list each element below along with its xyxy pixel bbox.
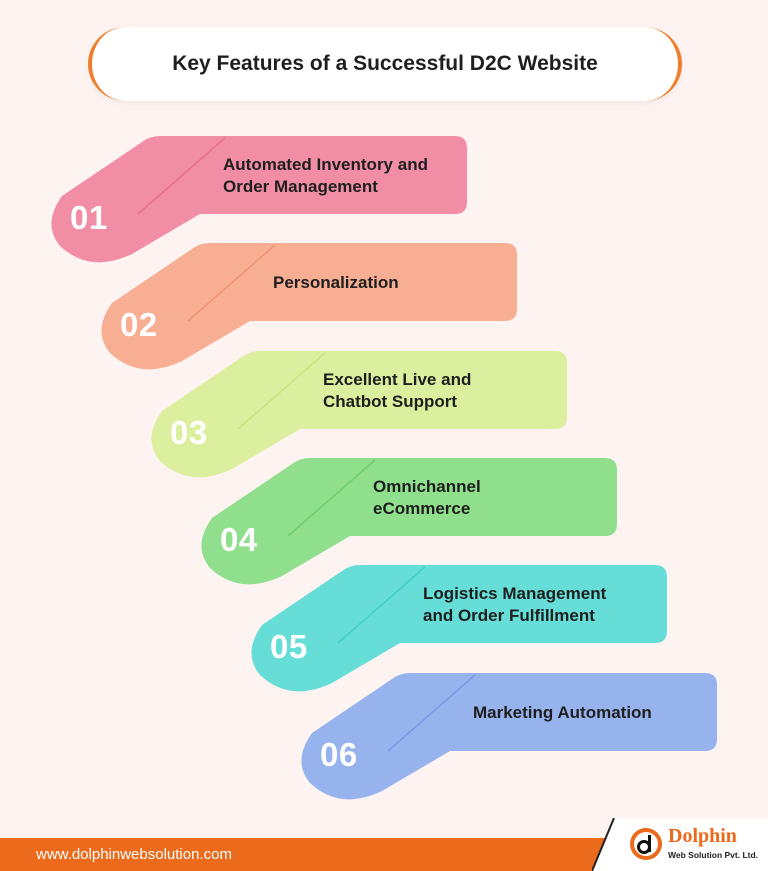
logo-tagline: Web Solution Pvt. Ltd. (668, 850, 759, 860)
feature-ribbon-shape (301, 672, 717, 799)
dolphin-logo-icon (630, 828, 662, 860)
feature-label-line: Chatbot Support (323, 391, 458, 411)
feature-ribbon-shape (251, 565, 667, 692)
feature-number: 06 (320, 735, 358, 773)
feature-ribbon-divider (187, 244, 276, 322)
feature-card-02: Personalization 02 (100, 243, 520, 373)
company-logo[interactable]: Dolphin Web Solution Pvt. Ltd. (592, 818, 768, 871)
feature-ribbon-divider (137, 137, 226, 215)
feature-ribbon-body (101, 243, 517, 370)
feature-label-line: and Order Fulfillment (423, 606, 595, 626)
feature-card-06: Marketing Automation 06 (300, 672, 720, 803)
feature-label: Personalization (273, 258, 518, 308)
feature-ribbon-divider (337, 566, 426, 644)
feature-number: 04 (220, 520, 258, 558)
feature-ribbon-shape (51, 136, 467, 263)
feature-ribbon-divider (237, 352, 326, 430)
feature-ribbon-shape (151, 350, 567, 477)
feature-ribbon-divider (287, 459, 376, 537)
feature-ribbon-body (201, 457, 617, 585)
feature-label-line: Marketing Automation (473, 702, 652, 722)
feature-ribbon-body (251, 565, 667, 692)
page-title: Key Features of a Successful D2C Website (172, 52, 598, 75)
feature-number: 05 (270, 628, 308, 666)
feature-ribbon-shape (101, 243, 517, 370)
feature-ribbon-body (301, 672, 717, 799)
feature-number: 01 (70, 199, 108, 236)
feature-label-line: Automated Inventory and (223, 155, 428, 174)
feature-label-line: Order Management (223, 177, 378, 196)
feature-label-line: Omnichannel (373, 476, 481, 496)
feature-ribbon-body (151, 350, 567, 477)
feature-ribbon-body (51, 136, 467, 263)
logo-background (592, 818, 768, 871)
feature-label-line: Personalization (273, 273, 399, 293)
website-url[interactable]: www.dolphinwebsolution.com (36, 846, 232, 863)
logo-name: Dolphin (668, 825, 737, 847)
feature-ribbon-shape (201, 457, 617, 585)
feature-label: Marketing Automation (473, 688, 718, 738)
feature-ribbon-divider (387, 673, 476, 752)
feature-label-line: Logistics Management (423, 584, 607, 604)
feature-label-line: Excellent Live and (323, 369, 472, 389)
feature-label-line: eCommerce (373, 498, 471, 518)
feature-number: 03 (170, 413, 208, 451)
feature-number: 02 (120, 306, 158, 344)
title-banner: Key Features of a Successful D2C Website (88, 27, 682, 101)
